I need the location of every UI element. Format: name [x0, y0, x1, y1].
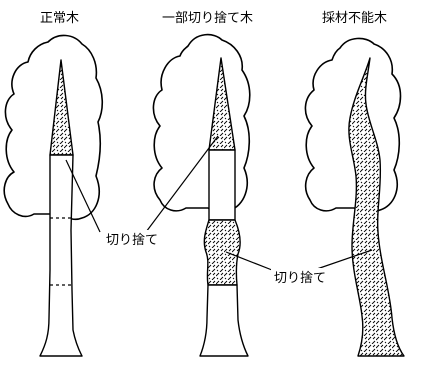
unusable-tree [305, 38, 404, 356]
partial-tree-cut-section [204, 220, 240, 285]
title-partial-cut-tree: 一部切り捨て木 [162, 10, 253, 26]
partial-tree-log [209, 150, 235, 220]
partial-cut-tree [153, 35, 249, 356]
partial-tree-lower-trunk [200, 285, 248, 356]
normal-tree [4, 35, 102, 356]
title-normal-tree: 正常木 [40, 11, 79, 26]
title-unusable-tree: 採材不能木 [322, 11, 387, 26]
label-cut-off-right: 切り捨て [274, 270, 326, 286]
label-cut-off-left: 切り捨て [106, 232, 158, 248]
